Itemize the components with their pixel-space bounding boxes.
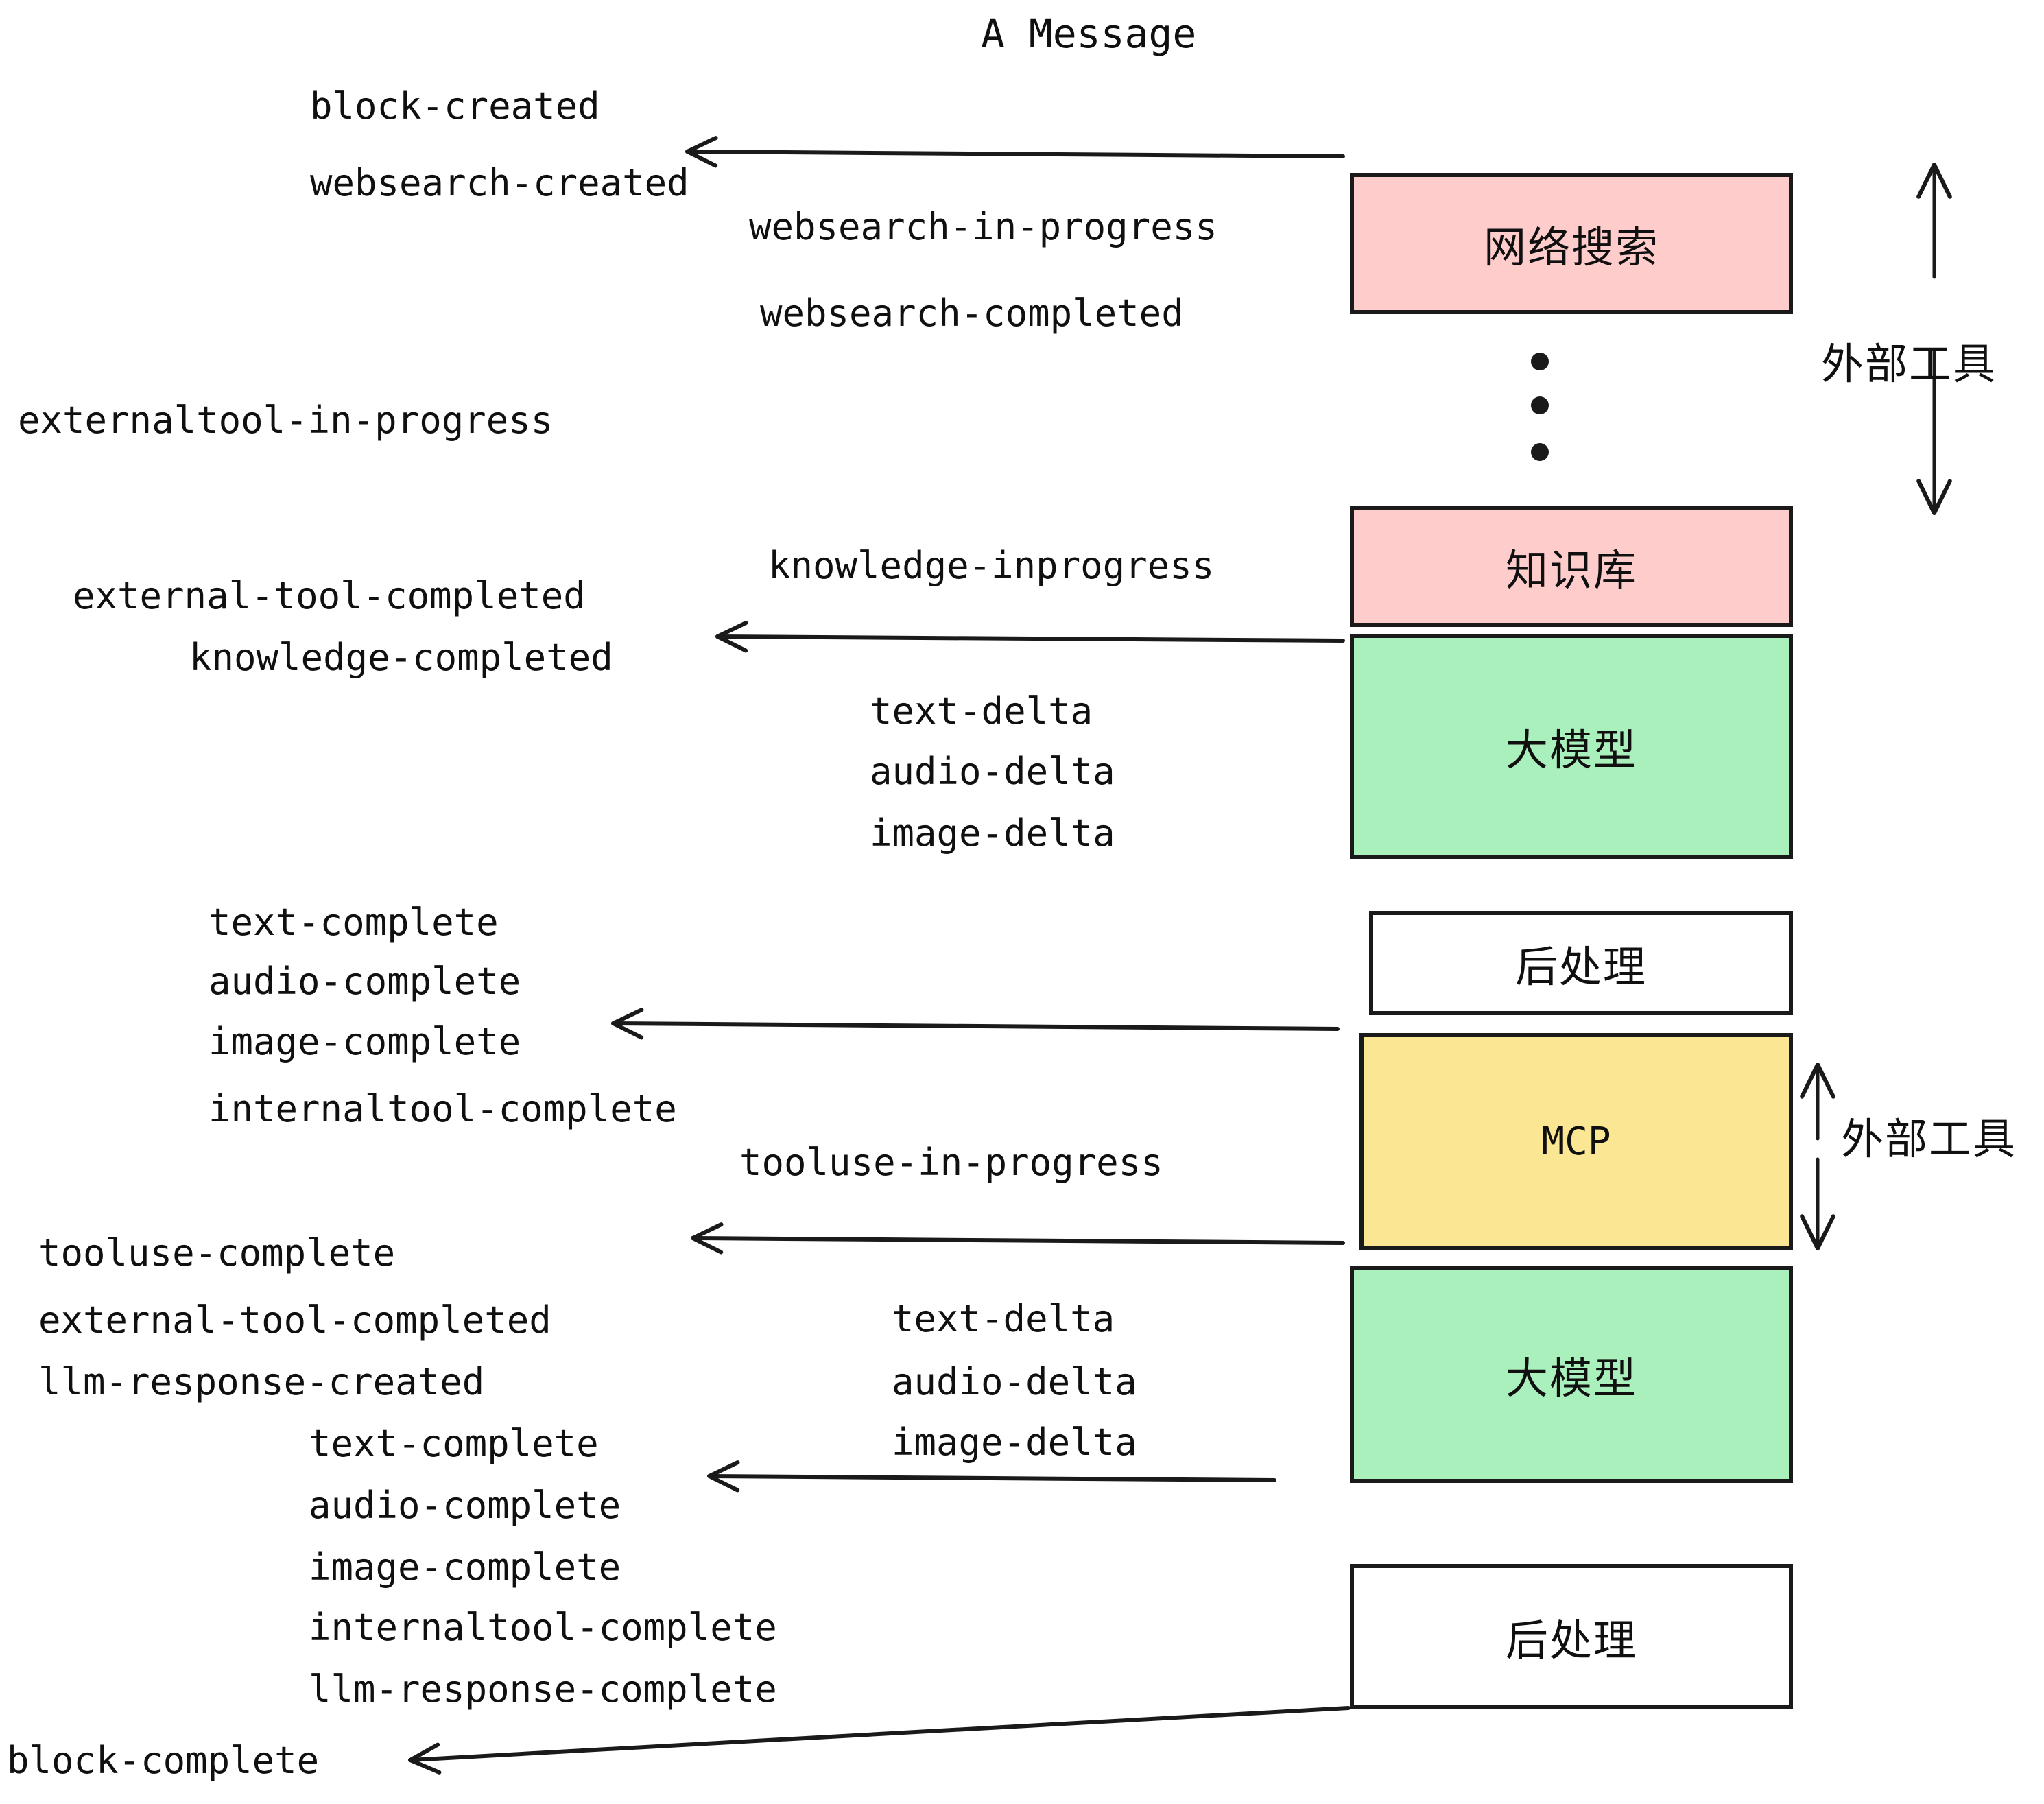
event-label-block-created: block-created (310, 84, 600, 128)
event-label-image-complete-2: image-complete (309, 1545, 621, 1589)
arrow-postproc1-to-events-line (611, 1021, 1340, 1031)
arrow-llm2-to-events-head (707, 1460, 740, 1493)
page-title: A Message (981, 10, 1197, 57)
event-label-websearch-created: websearch-created (310, 161, 689, 204)
ellipsis-dot-1 (1531, 353, 1549, 370)
arrow-postproc2-to-block-line (408, 1706, 1351, 1762)
event-label-internaltool-complete-2: internaltool-complete (309, 1606, 777, 1649)
arrow-postproc1-to-events-head (611, 1008, 644, 1040)
ellipsis-dot-2 (1531, 396, 1549, 414)
event-label-audio-delta-1: audio-delta (870, 750, 1115, 793)
event-label-external-tool-completed-2: external-tool-completed (38, 1298, 551, 1342)
event-label-externaltool-in-progress: externaltool-in-progress (18, 399, 554, 442)
arrow-websearch-to-events-head (685, 136, 718, 168)
event-label-audio-complete-2: audio-complete (309, 1484, 621, 1527)
event-label-knowledge-completed: knowledge-completed (189, 636, 613, 679)
arrow-knowledge-to-events-line (715, 634, 1345, 643)
arrow-knowledge-to-events-head (715, 621, 748, 653)
arrow-mcp-to-events-head (691, 1222, 724, 1255)
node-box-knowledge[interactable]: 知识库 (1350, 506, 1793, 627)
ellipsis-dot-3 (1531, 443, 1549, 461)
event-label-internaltool-complete-1: internaltool-complete (209, 1087, 677, 1130)
arrow-postproc2-to-block-head (408, 1742, 442, 1775)
arrow-llm2-to-events-line (707, 1474, 1276, 1482)
node-box-websearch[interactable]: 网络搜索 (1350, 173, 1793, 314)
event-label-websearch-in-progress: websearch-in-progress (749, 205, 1217, 248)
node-box-label: MCP (1541, 1119, 1611, 1164)
event-label-image-delta-2: image-delta (892, 1421, 1137, 1464)
node-box-label: 后处理 (1505, 1615, 1637, 1665)
event-label-external-tool-completed-1: external-tool-completed (73, 574, 586, 617)
event-label-text-complete-1: text-complete (209, 901, 499, 944)
event-label-text-delta-1: text-delta (870, 689, 1093, 733)
event-label-websearch-completed: websearch-completed (760, 292, 1184, 335)
external-tool-up-2-head (1800, 1063, 1835, 1099)
external-tool-up-1-head (1916, 163, 1952, 199)
range-label-external-tool-bottom: 外部工具 (1841, 1114, 2017, 1164)
event-label-tooluse-in-progress: tooluse-in-progress (739, 1141, 1163, 1184)
node-box-llm-1[interactable]: 大模型 (1350, 634, 1793, 859)
event-label-audio-complete-1: audio-complete (209, 960, 521, 1003)
node-box-label: 大模型 (1505, 725, 1637, 775)
event-label-llm-response-created: llm-response-created (38, 1360, 485, 1403)
arrow-mcp-to-events-line (691, 1236, 1345, 1245)
event-label-text-complete-2: text-complete (309, 1422, 599, 1465)
event-label-text-delta-2: text-delta (892, 1297, 1115, 1340)
node-box-label: 大模型 (1505, 1353, 1637, 1403)
range-label-external-tool-top: 外部工具 (1821, 339, 1997, 389)
event-label-llm-response-complete: llm-response-complete (309, 1667, 777, 1711)
external-tool-down-2-head (1800, 1214, 1835, 1250)
external-tool-down-1-head (1916, 479, 1952, 515)
node-box-label: 网络搜索 (1483, 222, 1659, 272)
node-box-label: 后处理 (1514, 942, 1647, 992)
event-label-audio-delta-2: audio-delta (892, 1360, 1137, 1403)
node-box-llm-2[interactable]: 大模型 (1350, 1266, 1793, 1483)
node-box-mcp[interactable]: MCP (1359, 1033, 1793, 1250)
arrow-websearch-to-events-line (685, 150, 1345, 158)
event-label-tooluse-complete: tooluse-complete (38, 1231, 396, 1274)
event-label-image-complete-1: image-complete (209, 1020, 521, 1063)
node-box-postproc-1[interactable]: 后处理 (1369, 911, 1793, 1015)
event-label-knowledge-inprogress: knowledge-inprogress (768, 544, 1215, 587)
node-box-label: 知识库 (1505, 545, 1637, 595)
event-label-image-delta-1: image-delta (870, 811, 1115, 855)
event-label-block-complete: block-complete (7, 1739, 320, 1782)
node-box-postproc-2[interactable]: 后处理 (1350, 1564, 1793, 1709)
